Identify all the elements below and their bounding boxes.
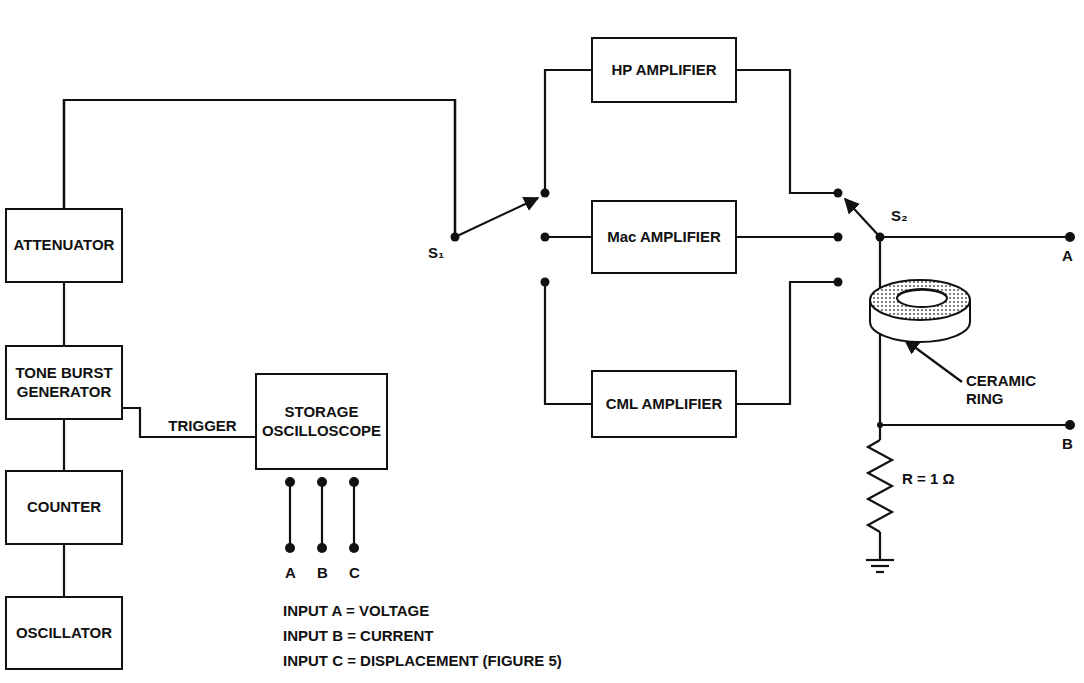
input-label: A: [285, 564, 296, 582]
edge-label: TRIGGER: [166, 417, 238, 435]
legend-note: INPUT A = VOLTAGE: [283, 602, 429, 620]
ground-symbol: [866, 559, 894, 561]
signal-wire: [64, 100, 591, 404]
terminal: [1065, 232, 1075, 242]
box-label: TONE BURST GENERATOR: [11, 364, 117, 402]
input-label: C: [349, 564, 360, 582]
switch-contact: [834, 278, 843, 287]
switch-contact: [834, 189, 843, 198]
signal-wire: [63, 420, 65, 470]
switch-arm: [845, 199, 880, 237]
terminal: [285, 543, 295, 553]
oscillator-box: OSCILLATOR: [5, 596, 123, 670]
leader-line: [905, 340, 962, 382]
box-label: COUNTER: [27, 498, 101, 517]
signal-wire: [64, 70, 591, 237]
signal-wire: [123, 408, 255, 437]
wire: [880, 236, 1070, 238]
generator-box: TONE BURST GENERATOR: [5, 345, 123, 420]
input-label: B: [317, 564, 328, 582]
ground-symbol: [871, 565, 889, 567]
legend-note: INPUT C = DISPLACEMENT (FIGURE 5): [283, 652, 562, 670]
box-label: OSCILLATOR: [16, 624, 112, 643]
legend-note: INPUT B = CURRENT: [283, 627, 433, 645]
terminal-label: B: [1062, 435, 1073, 453]
junction-dot: [877, 422, 883, 428]
signal-wire: [63, 283, 65, 345]
ground-symbol: [876, 571, 884, 573]
probe-lead: [353, 482, 355, 548]
wire: [737, 236, 838, 238]
signal-wire: [64, 100, 591, 237]
box-label: CML AMPLIFIER: [606, 395, 723, 414]
wire: [879, 532, 881, 560]
switch-arm: [455, 198, 538, 237]
terminal: [349, 477, 359, 487]
switch-label: S₂: [891, 207, 908, 225]
switch-contact: [834, 233, 843, 242]
amplifier-box: HP AMPLIFIER: [591, 37, 737, 103]
resistor-value: R = 1 Ω: [902, 470, 954, 488]
box-label: STORAGE OSCILLOSCOPE: [261, 403, 382, 441]
oscilloscope-box: STORAGE OSCILLOSCOPE: [255, 373, 388, 470]
box-label: HP AMPLIFIER: [611, 61, 716, 80]
terminal: [317, 477, 327, 487]
part-label: CERAMIC RING: [966, 372, 1056, 408]
probe-lead: [289, 482, 291, 548]
wire: [737, 70, 838, 193]
signal-wire: [63, 545, 65, 596]
amplifier-box: CML AMPLIFIER: [591, 370, 737, 438]
ceramic-ring: [870, 280, 970, 342]
switch-contact: [876, 233, 885, 242]
counter-box: COUNTER: [5, 470, 123, 545]
resistor-symbol: [868, 440, 892, 532]
box-label: ATTENUATOR: [14, 236, 115, 255]
attenuator-box: ATTENUATOR: [5, 208, 123, 283]
wire: [880, 424, 1070, 426]
terminal: [1065, 420, 1075, 430]
switch-label: S₁: [428, 244, 444, 262]
wire: [737, 282, 838, 404]
terminal: [317, 543, 327, 553]
terminal: [285, 477, 295, 487]
box-label: Mac AMPLIFIER: [607, 228, 721, 247]
amplifier-box: Mac AMPLIFIER: [591, 200, 737, 274]
terminal: [349, 543, 359, 553]
probe-lead: [321, 482, 323, 548]
terminal-label: A: [1062, 247, 1073, 265]
